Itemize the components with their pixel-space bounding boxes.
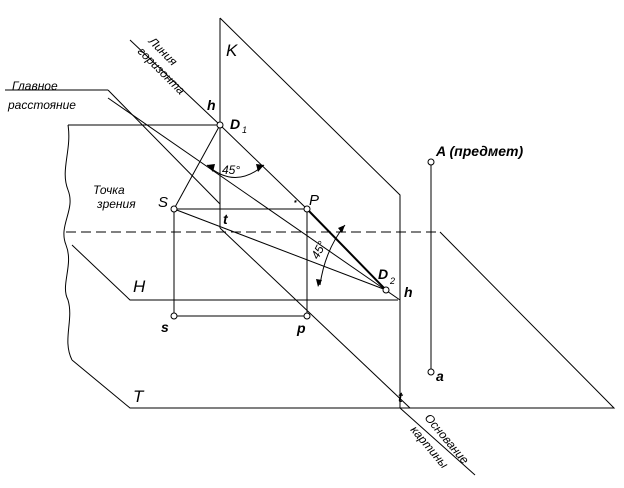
right-angle-mark: · <box>293 193 298 209</box>
D1-to-P <box>219 124 308 210</box>
point-D2 <box>382 286 390 294</box>
angle-arrow-left <box>207 164 215 172</box>
angle-arrow-right <box>256 164 264 172</box>
principal-distance-line <box>107 89 221 205</box>
caption-viewpoint-2: зрения <box>96 197 136 211</box>
label-S: S <box>158 194 168 211</box>
plane-K-outline <box>219 17 401 408</box>
P-to-D2 <box>306 208 387 291</box>
picture-base-leader <box>399 407 476 476</box>
label-D1-sub: 1 <box>242 125 247 135</box>
label-t-center: t <box>223 211 229 227</box>
caption-principal-2: расстояние <box>7 98 76 112</box>
label-angle-top: 45° <box>222 163 240 177</box>
point-S <box>170 205 178 213</box>
label-a: a <box>436 368 444 384</box>
plane-H-outline <box>68 124 398 301</box>
label-s: s <box>161 319 169 335</box>
angle-arrow-lower <box>316 279 322 287</box>
label-h-right: h <box>404 284 413 300</box>
horizon-label-leader <box>129 39 221 126</box>
horizon-line <box>107 97 401 301</box>
label-p: p <box>296 320 306 336</box>
point-A <box>427 158 435 166</box>
plane-T-outline <box>71 231 616 409</box>
label-plane-H: H <box>133 277 146 296</box>
picture-base-line <box>219 227 411 409</box>
caption-principal-1: Главное <box>12 79 58 93</box>
angle-arrow-upper <box>338 225 345 233</box>
label-D2-sub: 2 <box>389 276 395 286</box>
label-h-top: h <box>207 97 216 113</box>
S-to-D1 <box>173 124 221 210</box>
point-p <box>303 312 311 320</box>
point-s <box>170 312 178 320</box>
caption-viewpoint-1: Точка <box>93 183 125 197</box>
point-a <box>427 368 435 376</box>
label-P: P <box>309 192 319 209</box>
point-P <box>303 205 311 213</box>
label-plane-K: K <box>226 41 238 60</box>
label-D2: D <box>378 266 388 282</box>
label-t-bottom: t <box>398 389 404 405</box>
S-to-D2 <box>173 208 387 291</box>
plane-wavy-edge <box>63 124 73 361</box>
point-D1 <box>216 121 224 129</box>
label-D1: D <box>230 116 240 132</box>
label-A: A (предмет) <box>435 143 523 159</box>
label-plane-T: T <box>133 387 145 406</box>
